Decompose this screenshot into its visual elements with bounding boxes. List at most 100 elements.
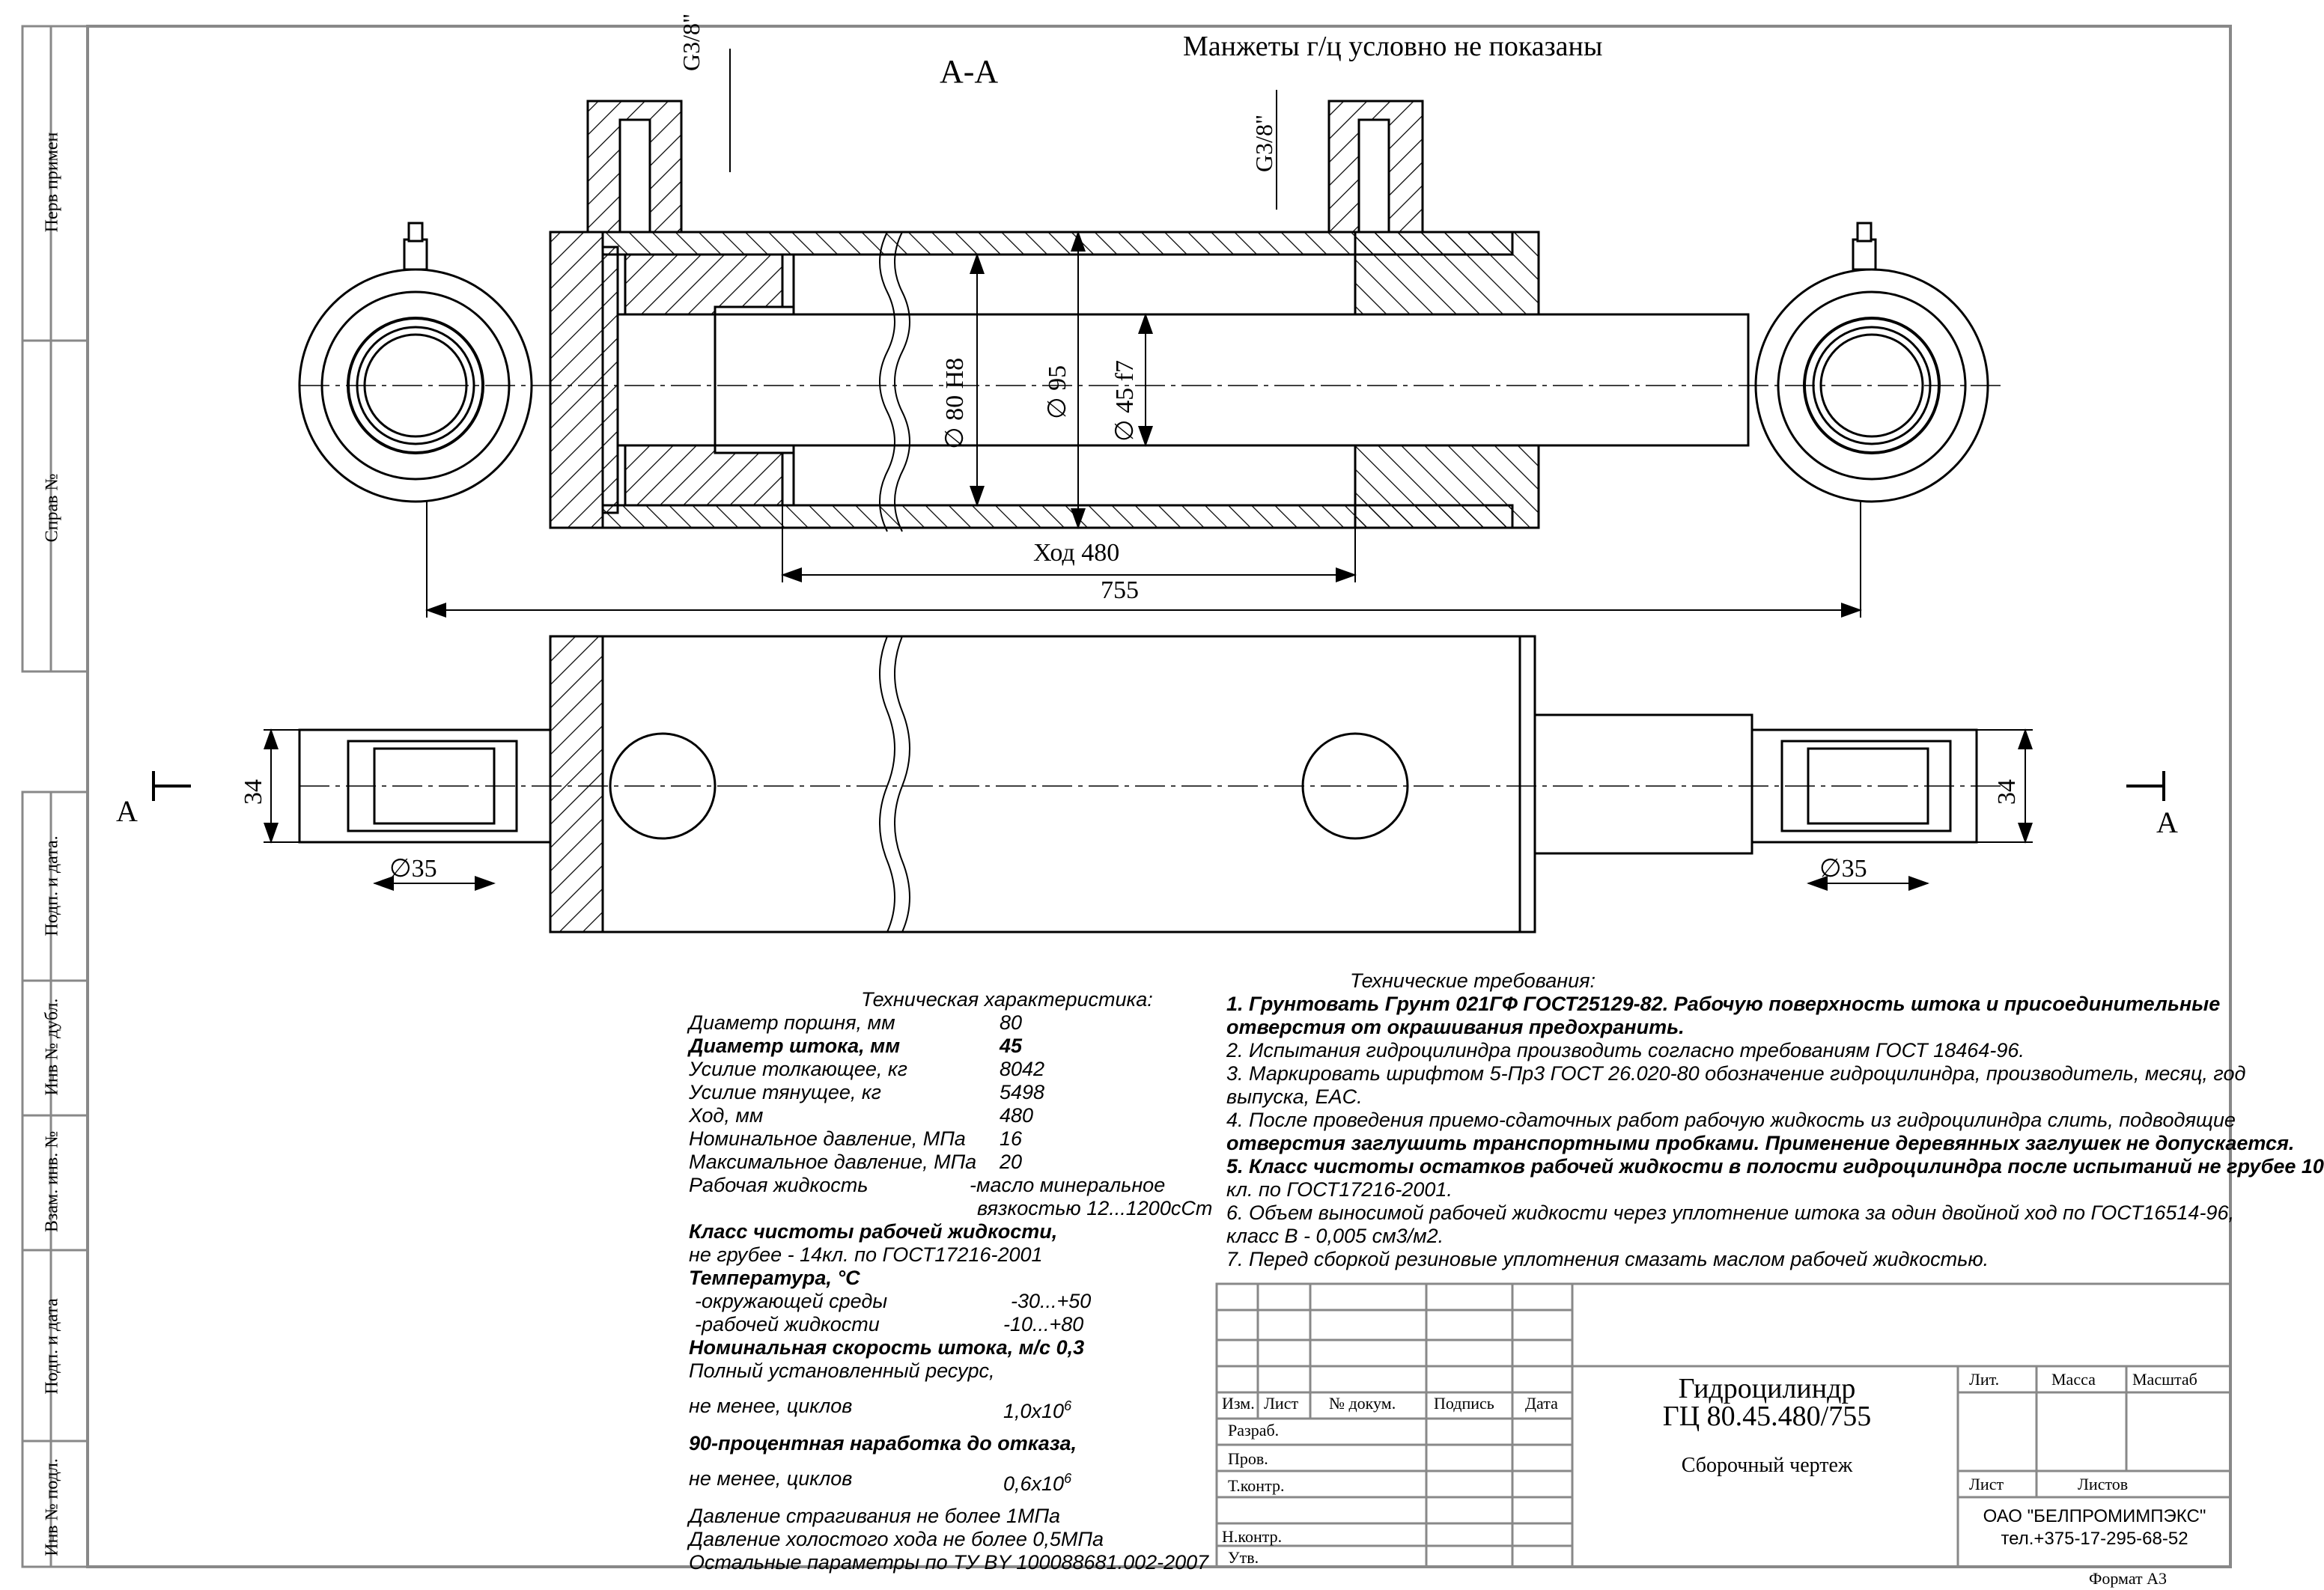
- dimensions-top: [425, 49, 1862, 618]
- spec-resource-value: 1,0x10: [1003, 1400, 1065, 1422]
- spec-fluid-value-1: -масло минеральное: [970, 1174, 1166, 1196]
- requirement-line: выпуска, EAC.: [1226, 1085, 1363, 1108]
- requirement-line: отверстия от окрашивания предохранить.: [1226, 1016, 1685, 1038]
- spec-failure-label-2: не менее, циклов: [689, 1467, 853, 1490]
- dia-symbol: ∅: [1111, 419, 1139, 442]
- dim-pin-left: ∅35: [389, 853, 437, 883]
- stamp-vzam-inv: Взам. инв. №: [42, 1130, 62, 1233]
- spec-start-pressure: Давление страгивания не более 1МПа: [689, 1505, 1061, 1527]
- drawing-sheet: [21, 25, 2232, 1568]
- tb-col-sign: Подпись: [1434, 1394, 1494, 1413]
- tb-row-razrab: Разраб.: [1228, 1421, 1280, 1440]
- spec-resource-exp: 6: [1064, 1398, 1072, 1413]
- specs-block: Техническая характеристика: Диаметр порш…: [689, 988, 1212, 1574]
- requirements-lines: 1. Грунтовать Грунт 021ГФ ГОСТ25129-82. …: [1226, 993, 2324, 1271]
- spec-row-label: Максимальное давление, МПа: [689, 1151, 977, 1173]
- spec-row: Усилие толкающее, кг 8042: [689, 1058, 1198, 1081]
- spec-row-label: Ход, мм: [689, 1104, 764, 1127]
- dim-pin-right-value: 35: [1841, 855, 1867, 883]
- spec-resource: не менее, циклов 1,0x106: [689, 1383, 1198, 1432]
- tb-col-list: Лист: [1264, 1394, 1299, 1413]
- stamp-sprav: Справ №: [42, 473, 62, 543]
- title-block-grid: [1215, 1282, 2232, 1568]
- spec-row-label: Усилие толкающее, кг: [689, 1058, 907, 1080]
- stamp-perv-primen: Перв примен: [42, 132, 62, 233]
- dim-bore: ∅ 80 H8: [940, 358, 970, 449]
- dia-symbol: ∅: [1819, 855, 1842, 883]
- dia-symbol: ∅: [389, 855, 412, 883]
- spec-failure: не менее, циклов 0,6x106: [689, 1455, 1198, 1505]
- spec-resource-label-2: не менее, циклов: [689, 1395, 853, 1417]
- tb-format: Формат А3: [2089, 1569, 2168, 1588]
- requirements-title: Технические требования:: [1350, 969, 1596, 992]
- dim-stroke: Ход 480: [1033, 539, 1120, 567]
- tb-masshtab: Масштаб: [2132, 1370, 2197, 1389]
- tb-product-code: ГЦ 80.45.480/755: [1662, 1401, 1872, 1432]
- drawing-note: Манжеты г/ц условно не показаны: [1183, 31, 1603, 62]
- tb-lit: Лит.: [1969, 1370, 2000, 1389]
- requirement-line: 7. Перед сборкой резиновые уплотнения см…: [1226, 1248, 1989, 1270]
- tb-row-prov: Пров.: [1228, 1449, 1268, 1468]
- spec-row-value: 8042: [1000, 1058, 1045, 1080]
- spec-failure-value-wrap: 0,6x106: [1003, 1467, 1071, 1496]
- spec-idle-pressure: Давление холостого хода не более 0,5МПа: [689, 1528, 1104, 1550]
- tb-col-izm: Изм.: [1222, 1394, 1255, 1413]
- spec-row-value: 480: [1000, 1104, 1034, 1127]
- spec-speed-label: Номинальная скорость штока, м/с: [689, 1336, 1051, 1359]
- spec-temp-env: -окружающей среды -30...+50: [689, 1290, 1198, 1313]
- cut-label-right: А: [2156, 805, 2178, 839]
- spec-resource-value-wrap: 1,0x106: [1003, 1395, 1071, 1423]
- dim-bore-value: 80 H8: [941, 357, 969, 421]
- spec-row: Максимальное давление, МПа 20: [689, 1151, 1198, 1174]
- spec-failure-label-1: 90-процентная наработка до отказа,: [689, 1432, 1077, 1455]
- requirement-line: отверстия заглушить транспортными пробка…: [1226, 1132, 2295, 1154]
- tb-col-date: Дата: [1525, 1394, 1558, 1413]
- specs-title: Техническая характеристика:: [861, 988, 1153, 1011]
- spec-fluid-label: Рабочая жидкость: [689, 1174, 869, 1196]
- bottom-view: [298, 635, 2007, 933]
- spec-other-params: Остальные параметры по ТУ BY 100088681.0…: [689, 1551, 1209, 1574]
- tb-phone: тел.+375-17-295-68-52: [2001, 1529, 2188, 1549]
- spec-row-value: 80: [1000, 1011, 1023, 1034]
- dim-pin-right: ∅35: [1819, 853, 1867, 883]
- stamp-podp-data-1: Подп. и дата.: [42, 835, 62, 936]
- requirements-block: Технические требования: 1. Грунтовать Гр…: [1226, 969, 2324, 1271]
- spec-temp-fluid-value: -10...+80: [1003, 1313, 1084, 1335]
- spec-fluid-value-2: вязкостью 12...1200сСт: [977, 1197, 1213, 1219]
- spec-row: Ход, мм 480: [689, 1104, 1198, 1127]
- tb-company: ОАО "БЕЛПРОМИМПЭКС": [1983, 1506, 2206, 1526]
- spec-row-value: 45: [1000, 1035, 1023, 1057]
- spec-row-value: 20: [1000, 1151, 1023, 1173]
- section-label: А-А: [940, 53, 999, 90]
- dim-rod: ∅ 45 f7: [1110, 360, 1140, 442]
- requirement-line: кл. по ГОСТ17216-2001.: [1226, 1178, 1452, 1201]
- requirement-line: 4. После проведения приемо-сдаточных раб…: [1226, 1109, 2236, 1131]
- spec-purity-value: не грубее - 14кл. по ГОСТ17216-2001: [689, 1243, 1043, 1266]
- spec-failure-value: 0,6x10: [1003, 1472, 1065, 1495]
- dim-outer: ∅ 95: [1042, 365, 1072, 419]
- spec-resource-label-1: Полный установленный ресурс,: [689, 1359, 995, 1382]
- dim-width-right: 34: [1993, 779, 2021, 805]
- requirement-line: 6. Объем выносимой рабочей жидкости чере…: [1226, 1201, 2234, 1224]
- requirement-line: класс В - 0,005 см3/м2.: [1226, 1225, 1444, 1247]
- requirement-line: 2. Испытания гидроцилиндра производить с…: [1226, 1039, 2025, 1061]
- dia-symbol: ∅: [1044, 397, 1071, 419]
- spec-speed-value: 0,3: [1056, 1336, 1085, 1359]
- stamp-inv-podl: Инв № подл.: [42, 1458, 62, 1556]
- spec-row-value: 16: [1000, 1127, 1023, 1150]
- spec-temp-title: Температура, °С: [689, 1267, 860, 1289]
- dim-length: 755: [1101, 576, 1139, 604]
- thread-label-left: G3/8": [678, 13, 705, 71]
- tb-product-name: Гидроцилиндр: [1678, 1373, 1856, 1404]
- side-stamp-frame: [21, 25, 89, 1568]
- dim-width-left: 34: [240, 779, 267, 805]
- tb-row-tkontr: Т.контр.: [1228, 1476, 1285, 1495]
- dim-outer-value: 95: [1044, 365, 1071, 391]
- dia-symbol: ∅: [941, 427, 969, 449]
- section-view: [298, 100, 2007, 532]
- spec-row-label: Номинальное давление, МПа: [689, 1127, 966, 1150]
- spec-temp-env-value: -30...+50: [1011, 1290, 1092, 1312]
